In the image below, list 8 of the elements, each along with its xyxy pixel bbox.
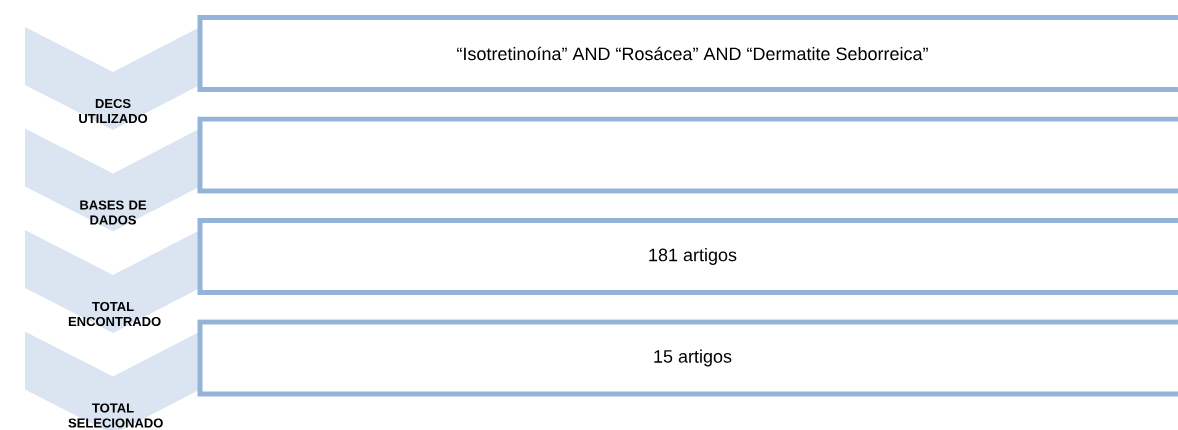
label-band: BASES DE DADOS [25, 128, 200, 232]
text-box: “Isotretinoína” AND “Rosácea” AND “Dermatite Seborreica” [197, 15, 1178, 92]
text-box: 15 artigos [197, 319, 1178, 397]
text-box [197, 116, 1178, 194]
text-box: 181 artigos [197, 218, 1178, 295]
label-band: TOTAL SELECIONADO [25, 331, 200, 430]
label-band: TOTAL ENCONTRADO [25, 230, 200, 333]
label-band: DECS UTILIZADO [25, 27, 200, 130]
